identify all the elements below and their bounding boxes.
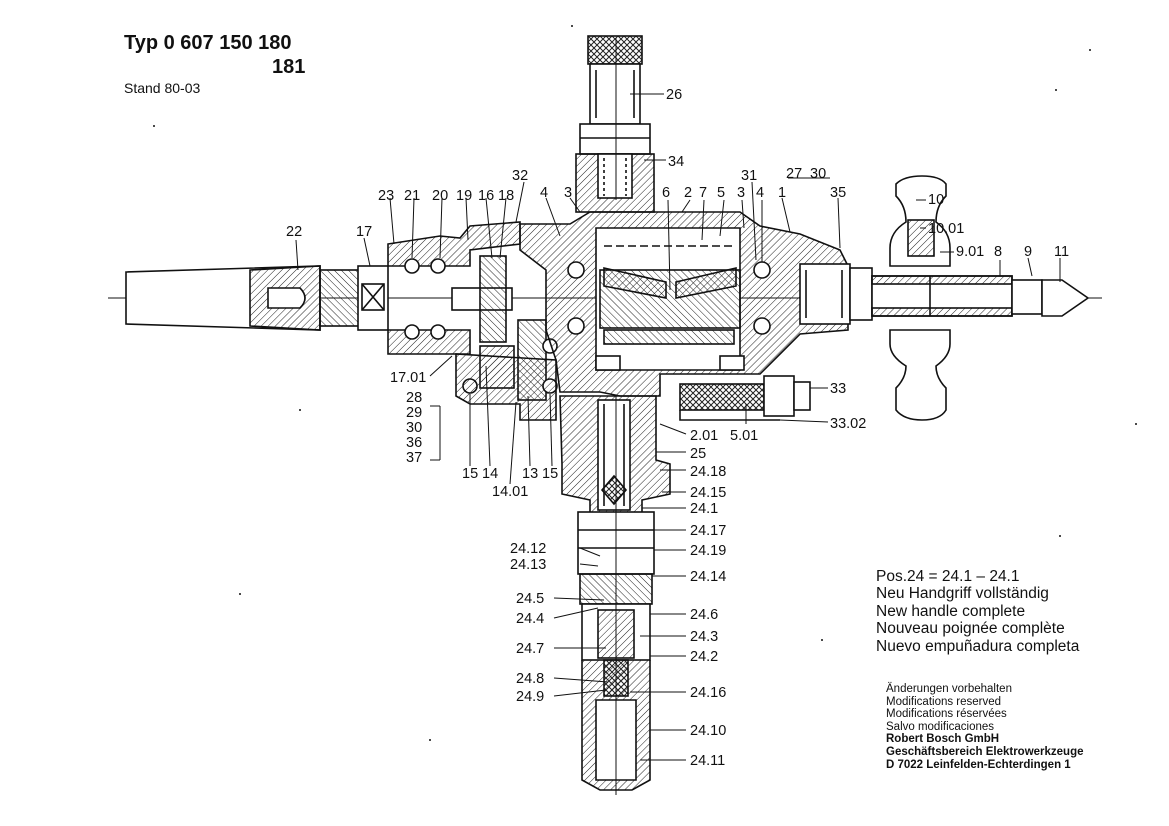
legal-line: Salvo modificaciones bbox=[886, 720, 995, 733]
position-note-line: New handle complete bbox=[876, 602, 1026, 620]
lower-housing bbox=[455, 353, 557, 421]
label-24-19: 24.19 bbox=[690, 543, 726, 559]
label-24-15: 24.15 bbox=[690, 485, 726, 501]
label-36: 36 bbox=[406, 435, 422, 451]
label-24-1: 24.1 bbox=[690, 501, 718, 517]
label-21: 21 bbox=[404, 188, 420, 204]
position-note-line: Pos.24 = 24.1 – 24.1 bbox=[876, 568, 1020, 585]
label-14-01: 14.01 bbox=[492, 484, 528, 500]
label-24-14: 24.14 bbox=[690, 569, 726, 585]
label-34: 34 bbox=[668, 154, 684, 170]
label-4-left: 4 bbox=[540, 185, 548, 201]
revision-stamp: Stand 80-03 bbox=[124, 80, 201, 96]
label-9-01: 9.01 bbox=[956, 244, 984, 260]
label-15-right: 15 bbox=[542, 466, 558, 482]
label-13: 13 bbox=[522, 466, 538, 482]
label-33: 33 bbox=[830, 381, 846, 397]
label-1: 1 bbox=[778, 185, 786, 201]
label-3-left: 3 bbox=[564, 185, 572, 201]
label-24-13: 24.13 bbox=[510, 557, 546, 573]
label-17: 17 bbox=[356, 224, 372, 240]
legal-notes: Änderungen vorbehalten Modifications res… bbox=[886, 683, 1084, 771]
position-note: Pos.24 = 24.1 – 24.1 Neu Handgriff volls… bbox=[876, 568, 1079, 655]
label-14: 14 bbox=[482, 466, 498, 482]
label-24-18: 24.18 bbox=[690, 464, 726, 480]
label-24-6: 24.6 bbox=[690, 607, 718, 623]
scan-dots bbox=[153, 25, 1137, 741]
label-24-9: 24.9 bbox=[516, 689, 544, 705]
label-27: 27 bbox=[786, 166, 802, 182]
position-note-line: Neu Handgriff vollständig bbox=[876, 585, 1049, 603]
handle-assembly-part-24 bbox=[559, 395, 671, 795]
label-24-2: 24.2 bbox=[690, 649, 718, 665]
label-8: 8 bbox=[994, 244, 1002, 260]
label-11: 11 bbox=[1054, 244, 1069, 260]
right-extension bbox=[799, 263, 1090, 325]
label-24-17: 24.17 bbox=[690, 523, 726, 539]
document-title: Typ 0 607 150 180 bbox=[124, 32, 292, 54]
label-2-01: 2.01 bbox=[690, 428, 718, 444]
label-24-10: 24.10 bbox=[690, 723, 726, 739]
label-24-11: 24.11 bbox=[690, 753, 725, 769]
label-4-right: 4 bbox=[756, 185, 764, 201]
label-24-5: 24.5 bbox=[516, 591, 544, 607]
company-line: D 7022 Leinfelden-Echterdingen 1 bbox=[886, 758, 1071, 771]
label-20: 20 bbox=[432, 188, 448, 204]
label-33-02: 33.02 bbox=[830, 416, 866, 432]
label-7: 7 bbox=[699, 185, 707, 201]
label-2: 2 bbox=[684, 185, 692, 201]
label-19: 19 bbox=[456, 188, 472, 204]
legal-line: Modifications reserved bbox=[886, 695, 1002, 708]
label-26: 26 bbox=[666, 87, 682, 103]
left-bearing-housing bbox=[387, 221, 521, 355]
shank-part-22 bbox=[125, 265, 361, 331]
position-note-line: Nuevo empuñadura completa bbox=[876, 637, 1080, 655]
tee-handle-part-10 bbox=[889, 175, 951, 421]
label-5-01: 5.01 bbox=[730, 428, 758, 444]
label-32: 32 bbox=[512, 168, 528, 184]
legal-line: Modifications réservées bbox=[886, 708, 1007, 721]
label-3-right: 3 bbox=[737, 185, 745, 201]
label-22: 22 bbox=[286, 224, 302, 240]
label-6: 6 bbox=[662, 185, 670, 201]
company-line: Geschäftsbereich Elektrowerkzeuge bbox=[886, 745, 1084, 758]
company-line: Robert Bosch GmbH bbox=[886, 733, 1000, 746]
coupling-part-17 bbox=[357, 265, 389, 331]
label-24-8: 24.8 bbox=[516, 671, 544, 687]
label-24-7: 24.7 bbox=[516, 641, 544, 657]
label-24-3: 24.3 bbox=[690, 629, 718, 645]
label-9: 9 bbox=[1024, 244, 1032, 260]
part-labels: 26 34 32 4 3 6 2 7 5 31 3 4 27 30 1 35 2… bbox=[286, 87, 1069, 769]
side-screw-part-33 bbox=[679, 375, 811, 421]
label-30-top: 30 bbox=[810, 166, 826, 182]
label-29: 29 bbox=[406, 405, 422, 421]
label-10-01: 10.01 bbox=[928, 221, 964, 237]
label-37: 37 bbox=[406, 450, 422, 466]
label-24-4: 24.4 bbox=[516, 611, 544, 627]
label-35: 35 bbox=[830, 185, 846, 201]
leader-lines bbox=[295, 93, 1061, 761]
label-24-12: 24.12 bbox=[510, 541, 546, 557]
position-note-line: Nouveau poignée complète bbox=[876, 620, 1065, 638]
label-10: 10 bbox=[928, 192, 944, 208]
label-25: 25 bbox=[690, 446, 706, 462]
document-title-variant: 181 bbox=[272, 56, 306, 78]
label-18: 18 bbox=[498, 188, 514, 204]
label-24-16: 24.16 bbox=[690, 685, 726, 701]
label-5: 5 bbox=[717, 185, 725, 201]
top-fitting-part-26 bbox=[575, 35, 655, 213]
label-15-left: 15 bbox=[462, 466, 478, 482]
label-17-01: 17.01 bbox=[390, 370, 426, 386]
label-23: 23 bbox=[378, 188, 394, 204]
label-30-side: 30 bbox=[406, 420, 422, 436]
label-31: 31 bbox=[741, 168, 757, 184]
main-housing-part-2 bbox=[519, 211, 849, 397]
label-28: 28 bbox=[406, 390, 422, 406]
legal-line: Änderungen vorbehalten bbox=[886, 683, 1012, 695]
label-16: 16 bbox=[478, 188, 494, 204]
drawing-geometry bbox=[108, 25, 1137, 795]
